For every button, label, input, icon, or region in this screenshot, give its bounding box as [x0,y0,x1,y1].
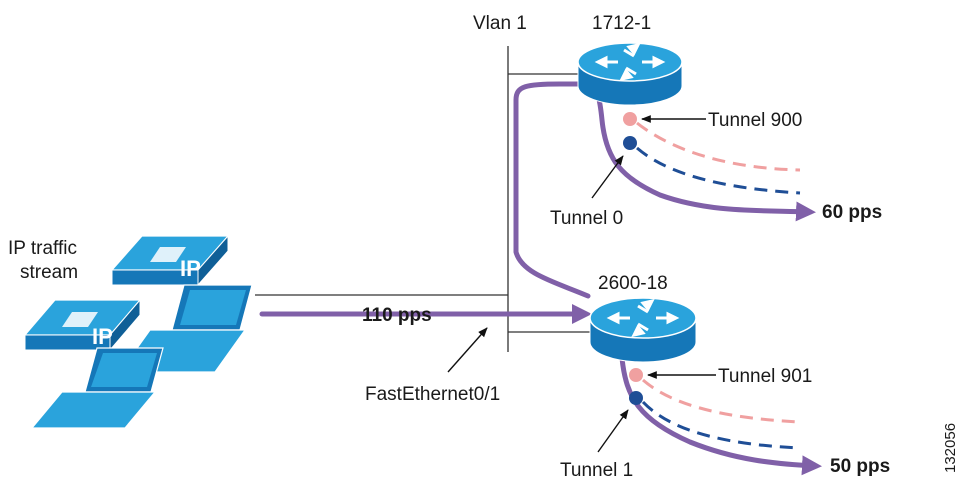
rate-110-pps-label: 110 pps [362,305,432,326]
fastethernet-label: FastEthernet0/1 [365,384,500,405]
router-2600-18-label: 2600-18 [598,273,668,294]
tunnel-901-label: Tunnel 901 [718,366,812,387]
tunnel-0-label: Tunnel 0 [550,208,623,229]
ip-traffic-stream-label-line2: stream [20,262,78,283]
ip-traffic-stream-label-line1: IP traffic [8,238,77,259]
router-1712-1[interactable] [577,42,683,106]
vlan-1-label: Vlan 1 [473,13,527,34]
callout-arrows [447,115,716,453]
rate-50-pps-label: 50 pps [830,456,890,477]
tunnel-0-line [636,146,801,195]
phone-ip-badge: IP [180,256,201,281]
flow-to-router-top [513,81,816,299]
router-arrows-icon [594,42,666,82]
tunnel-901-line [642,378,801,424]
phone-ip-badge: IP [92,324,113,349]
router-1712-1-label: 1712-1 [592,13,651,34]
tunnel-1-label: Tunnel 1 [560,460,633,481]
tunnel-1-line [641,400,801,450]
tunnel-1-endpoint[interactable] [629,391,643,405]
laptop-1 [118,284,253,373]
flow-from-router-bottom [619,355,822,476]
rate-60-pps-label: 60 pps [822,202,882,223]
tunnel-lines [636,121,801,450]
tunnel-900-label: Tunnel 900 [708,110,802,131]
tunnel-900-endpoint[interactable] [623,112,637,126]
laptop-2 [30,347,164,429]
ip-phone-1: IP [110,234,230,287]
network-wires [255,46,590,352]
ip-phone-2: IP [23,298,142,352]
router-arrows-icon [606,298,680,338]
figure-id: 132056 [942,423,959,473]
tunnel-0-endpoint[interactable] [623,136,637,150]
tunnel-900-line [636,121,801,172]
tunnel-901-endpoint[interactable] [629,368,643,382]
router-2600-18[interactable] [589,297,697,363]
traffic-flows [259,81,822,476]
